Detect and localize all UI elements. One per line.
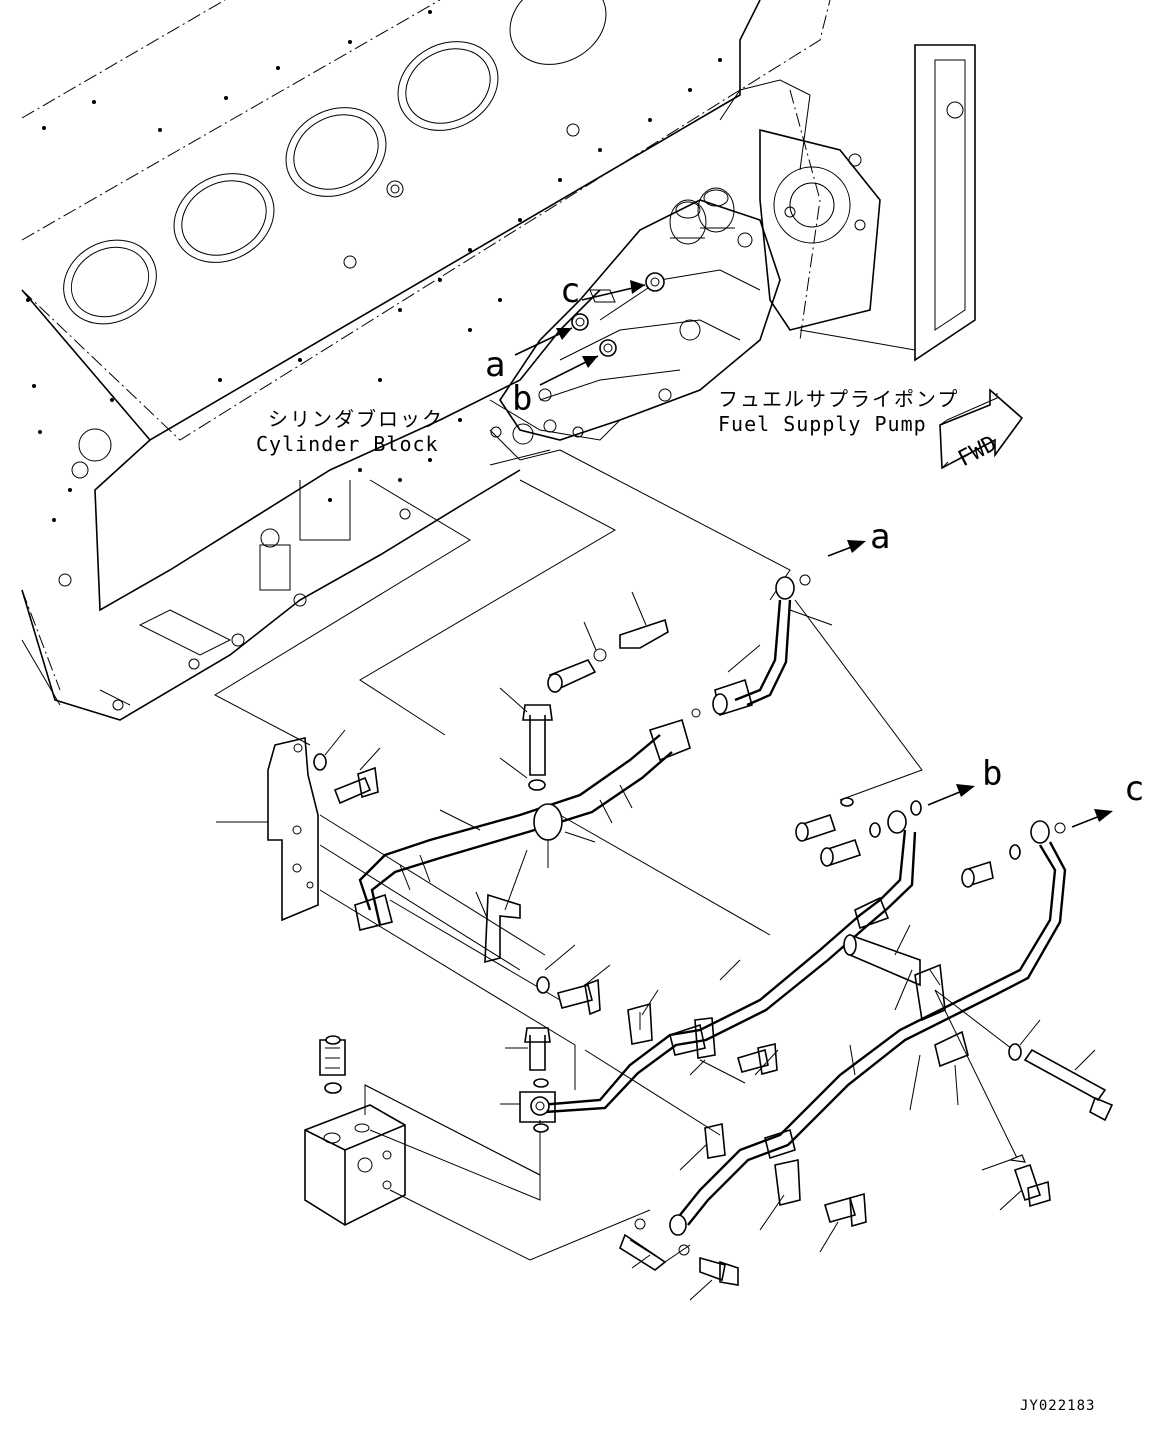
clip-lower [679,1123,867,1253]
drawing-id: JY022183 [1020,1398,1095,1414]
cylinder-block [21,0,831,721]
assembly-lines [213,449,1021,1263]
bolt-left [313,729,381,805]
bolt-vertical-1 [499,687,553,791]
clip-hose [475,849,528,964]
label-port-b-pump: b [512,379,532,419]
bolt-bottom [619,1233,739,1301]
clip-mid [689,1017,779,1076]
pipe-a [691,574,833,718]
label-port-a-line: a [870,517,890,557]
cylinder-block-label-jp: シリンダブロック [268,407,444,431]
clip-top [547,591,669,693]
label-port-a-pump: a [485,345,505,385]
bolt-lower-right [981,1154,1051,1211]
bolt-mid-lower [536,944,611,1016]
pipe-c [961,820,1067,997]
pump-port-arrows [514,280,646,386]
fuel-pump-label-jp: フュエルサプライポンプ [718,387,959,411]
block-holes [26,10,722,522]
hose-b [500,810,917,1133]
fwd-label: FWD [954,431,1001,472]
long-bolt-right [1008,1019,1114,1122]
bracket-right [843,924,946,1022]
clip-b [627,989,659,1045]
fwd-arrow-icon [939,388,1024,470]
manifold-block [304,1035,541,1226]
main-hose [354,718,691,931]
label-port-b-line: b [982,754,1002,794]
label-port-c-line: c [1124,769,1144,809]
banjo-bolts [795,797,922,867]
cylinder-block-label-en: Cylinder Block [256,432,439,456]
fuel-supply-pump [489,44,976,466]
bolt-vertical-2 [505,1027,551,1071]
label-port-c-pump: c [560,271,580,311]
hose-c [634,969,996,1256]
fuel-pump-label-en: Fuel Supply Pump [718,412,927,436]
bracket-left [216,737,319,922]
